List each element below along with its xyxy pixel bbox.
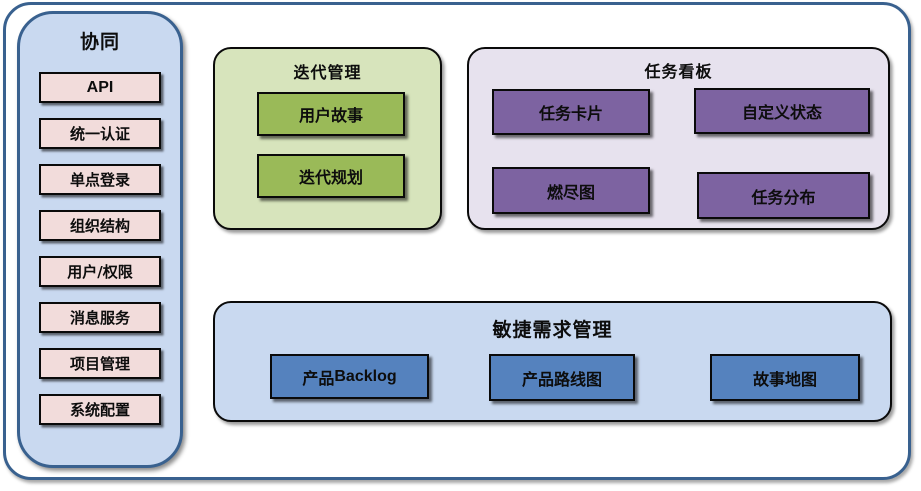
feature-box-iteration-planning: 迭代规划: [257, 154, 405, 198]
feature-box-product-roadmap: 产品路线图: [489, 354, 635, 401]
sidebar-item-system-config: 系统配置: [39, 394, 161, 425]
group-task-board-title: 任务看板: [644, 64, 713, 81]
feature-box-story-map: 故事地图: [710, 354, 860, 401]
sidebar-item-user-permission: 用户/权限: [39, 256, 161, 287]
group-iteration-title: 迭代管理: [293, 65, 362, 82]
group-iteration-management: 迭代管理 用户故事 迭代规划: [213, 47, 442, 230]
feature-box-custom-status: 自定义状态: [694, 88, 870, 134]
sidebar-title: 协同: [79, 32, 120, 53]
sidebar-item-project-management: 项目管理: [39, 348, 161, 379]
group-task-board: 任务看板 任务卡片 自定义状态 燃尽图 任务分布: [467, 47, 890, 230]
feature-box-burndown-chart: 燃尽图: [492, 167, 650, 214]
sidebar-item-list: API 统一认证 单点登录 组织结构 用户/权限 消息服务 项目管理 系统配置: [39, 72, 161, 425]
feature-box-user-story: 用户故事: [257, 92, 405, 136]
product-backlog-label-zh: 产品: [302, 368, 335, 388]
sidebar-item-message-service: 消息服务: [39, 302, 161, 333]
product-backlog-label-en: Backlog: [334, 367, 397, 385]
sidebar-item-org-structure: 组织结构: [39, 210, 161, 241]
group-agile-title: 敏捷需求管理: [492, 320, 613, 341]
feature-box-task-distribution: 任务分布: [697, 172, 870, 219]
sidebar-item-sso: 单点登录: [39, 164, 161, 195]
sidebar-item-api: API: [39, 72, 161, 103]
feature-box-task-card: 任务卡片: [492, 89, 650, 135]
sidebar-collaboration: 协同 API 统一认证 单点登录 组织结构 用户/权限 消息服务 项目管理 系统…: [17, 11, 183, 468]
sidebar-item-unified-auth: 统一认证: [39, 118, 161, 149]
